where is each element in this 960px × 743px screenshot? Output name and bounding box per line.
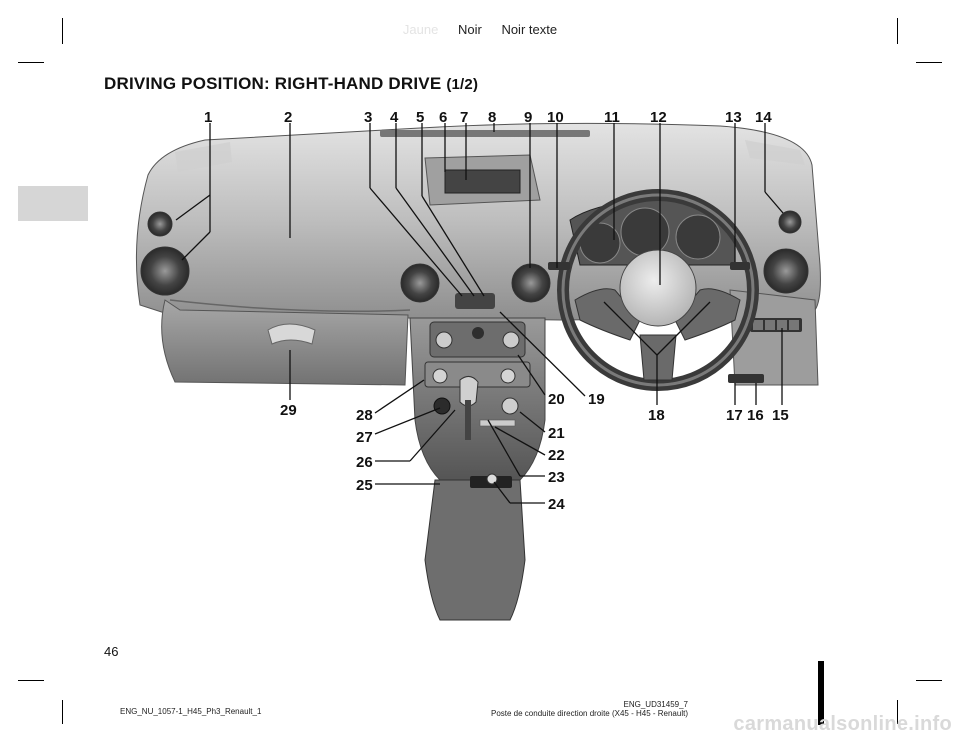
footer-right-line2: Poste de conduite direction droite (X45 … [491,709,688,718]
callout-number: 1 [204,109,212,126]
callout-number: 25 [356,477,373,494]
callout-number: 28 [356,407,373,424]
watermark: carmanualsonline.info [733,713,952,735]
callout-number: 24 [548,496,565,513]
callout-number: 23 [548,469,565,486]
plate-label: Noir texte [501,22,558,37]
crop-mark [62,700,63,724]
title-main: DRIVING POSITION: RIGHT-HAND DRIVE [104,74,442,93]
plate-label: Jaune [402,22,439,37]
crop-mark [916,62,942,63]
callout-number: 20 [548,391,565,408]
callout-number: 5 [416,109,424,126]
callout-number: 10 [547,109,564,126]
crop-mark [897,18,898,44]
plate-label: Noir [457,22,482,37]
callout-number: 6 [439,109,447,126]
callout-number: 2 [284,109,292,126]
page-number: 46 [104,644,119,659]
footer-left: ENG_NU_1057-1_H45_Ph3_Renault_1 [120,707,262,716]
callout-number: 19 [588,391,605,408]
title-part: (1/2) [446,76,479,93]
callout-number: 29 [280,402,297,419]
callout-number: 8 [488,109,496,126]
callout-number: 12 [650,109,667,126]
crop-mark [18,680,44,681]
callout-number: 26 [356,454,373,471]
callout-number: 17 [726,407,743,424]
callout-number: 14 [755,109,772,126]
crop-bar [818,661,824,725]
footer-right: ENG_UD31459_7 Poste de conduite directio… [478,700,688,718]
callout-number: 13 [725,109,742,126]
footer-right-line1: ENG_UD31459_7 [623,700,688,709]
section-tab [18,186,88,221]
callout-number: 11 [604,109,620,126]
callout-number: 15 [772,407,789,424]
callout-number: 4 [390,109,399,126]
color-plates: Jaune Noir Noir texte [0,22,960,37]
crop-mark [897,700,898,724]
callout-number: 3 [364,109,372,126]
callout-number: 22 [548,447,565,464]
callout-number: 21 [548,425,565,442]
callout-number: 27 [356,429,373,446]
callout-number: 16 [747,407,764,424]
callout-number: 7 [460,109,468,126]
page-title: DRIVING POSITION: RIGHT-HAND DRIVE (1/2) [104,74,478,94]
callout-number: 9 [524,109,532,126]
crop-mark [62,18,63,44]
crop-mark [916,680,942,681]
crop-mark [18,62,44,63]
callout-number: 18 [648,407,665,424]
